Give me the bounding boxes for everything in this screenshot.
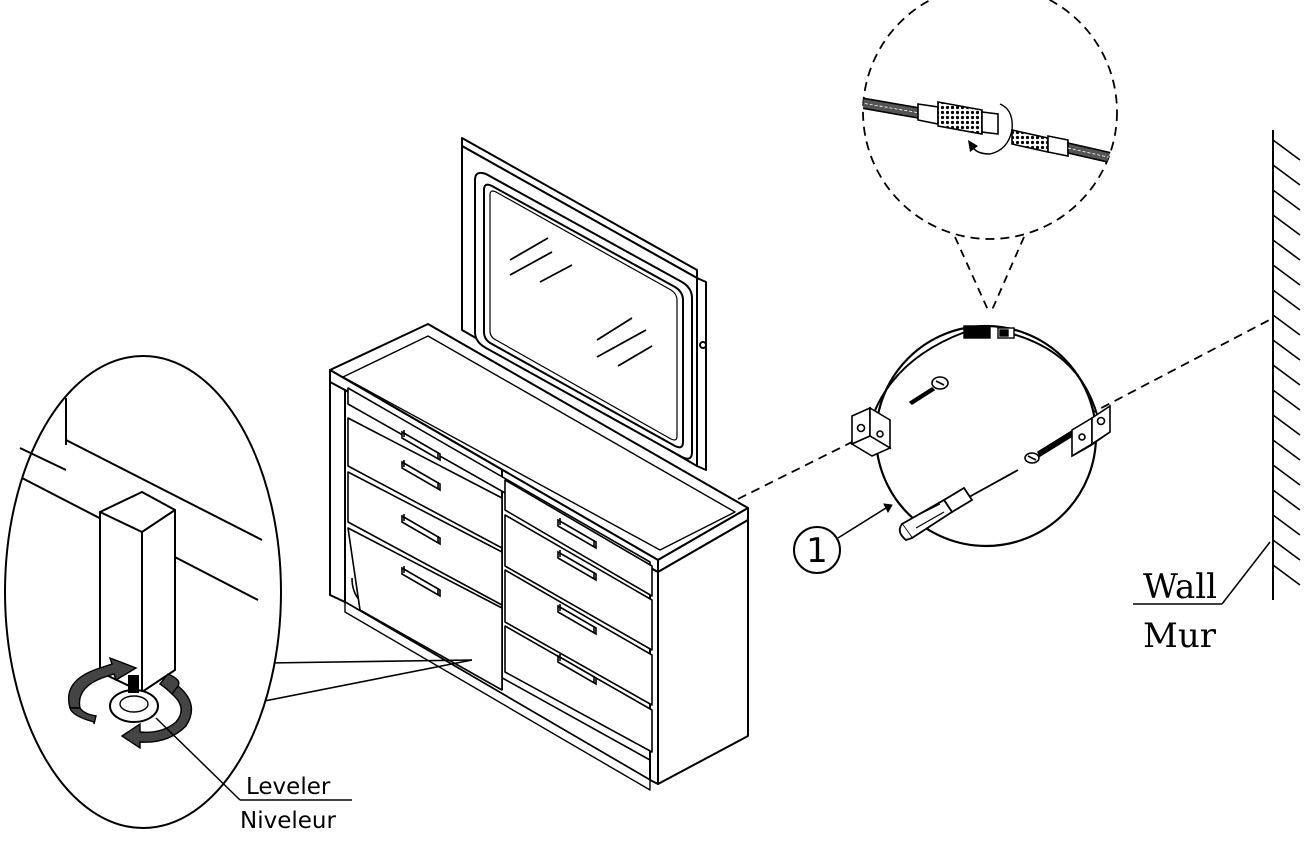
mirror-glass <box>483 183 684 449</box>
handle <box>557 604 597 636</box>
screwdriver-icon <box>898 469 1019 542</box>
wall-label-en: Wall <box>1143 567 1217 607</box>
mirror <box>461 137 707 471</box>
drawer-left-1 <box>347 417 503 549</box>
handle <box>557 654 597 686</box>
wall <box>1133 130 1301 605</box>
handle <box>401 460 441 492</box>
wall-label-fr: Mur <box>1143 616 1217 656</box>
drawer-right-4 <box>504 625 653 753</box>
handle <box>401 514 441 546</box>
handle <box>557 518 597 550</box>
wall-hatching <box>1272 139 1301 586</box>
dresser-left-panel <box>329 381 346 603</box>
l-bracket-icon <box>850 406 892 457</box>
leveler-label-fr: Niveleur <box>240 808 336 834</box>
rotation-arrow-icon <box>68 656 193 750</box>
drawer-left-2 <box>347 471 503 606</box>
cable-detail <box>862 0 1118 311</box>
leveler-detail <box>4 355 473 829</box>
drawer-handles <box>401 430 597 686</box>
step-number: 1 <box>806 531 828 571</box>
leveler-label-en: Leveler <box>246 774 331 800</box>
drawer-right-2 <box>504 514 653 651</box>
dresser <box>329 323 749 791</box>
l-bracket-icon <box>1071 404 1111 458</box>
drawer-left-3 <box>347 527 503 691</box>
handle <box>557 550 597 582</box>
cable-connector <box>963 325 1015 339</box>
screw-icon <box>908 376 949 406</box>
hardware-detail <box>793 324 1111 574</box>
handle <box>401 566 441 598</box>
safety-cable-icon <box>937 101 983 135</box>
handle <box>401 430 441 462</box>
wall-label-leader <box>1221 541 1271 605</box>
step-number-badge <box>793 526 841 574</box>
drawer-right-3 <box>504 569 653 706</box>
